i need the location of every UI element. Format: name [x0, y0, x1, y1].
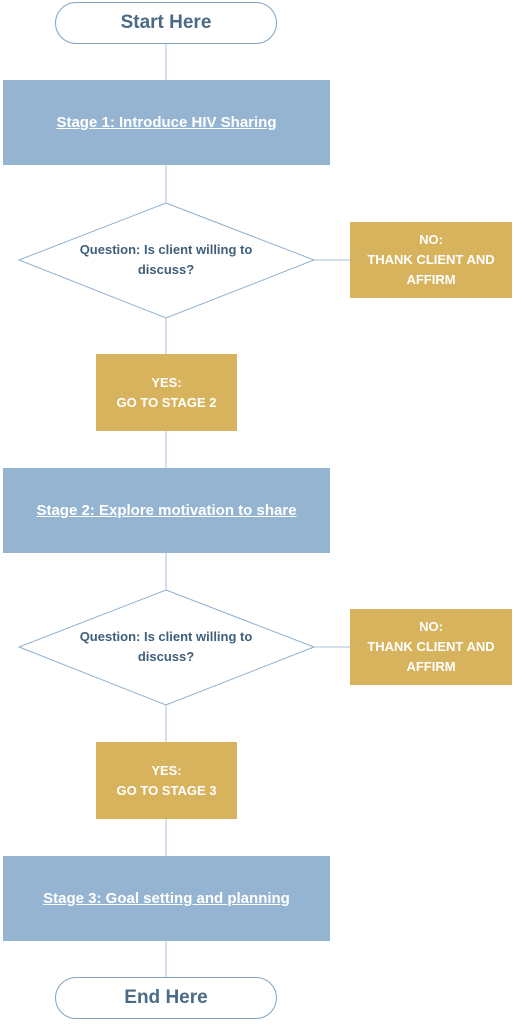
- no-box-1-line1: NO:: [419, 232, 443, 247]
- yes-box-2: YES: GO TO STAGE 3: [96, 742, 237, 819]
- question-2-line1: Question: Is client willing to: [79, 629, 253, 644]
- stage-3-box[interactable]: Stage 3: Goal setting and planning: [3, 856, 330, 941]
- no-box-2-line3: AFFIRM: [406, 659, 456, 674]
- decision-diamond-1: [17, 202, 316, 319]
- start-terminal: Start Here: [55, 2, 277, 44]
- no-box-2-line1: NO:: [419, 619, 443, 634]
- question-1-line2: discuss?: [137, 262, 195, 277]
- question-2-text: Question: Is client willing to discuss?: [50, 619, 282, 675]
- yes-box-1-line1: YES:: [151, 374, 182, 390]
- decision-diamond-2: [17, 589, 316, 706]
- stage-3-label[interactable]: Stage 3: Goal setting and planning: [43, 890, 290, 907]
- question-1-text: Question: Is client willing to discuss?: [50, 232, 282, 288]
- yes-box-1: YES: GO TO STAGE 2: [96, 354, 237, 431]
- stage-1-box[interactable]: Stage 1: Introduce HIV Sharing: [3, 80, 330, 165]
- end-label: End Here: [124, 987, 208, 1008]
- stage-1-label[interactable]: Stage 1: Introduce HIV Sharing: [56, 114, 277, 131]
- end-terminal: End Here: [55, 977, 277, 1019]
- stage-2-label[interactable]: Stage 2: Explore motivation to share: [36, 502, 297, 519]
- stage-2-box[interactable]: Stage 2: Explore motivation to share: [3, 468, 330, 553]
- question-1-line1: Question: Is client willing to: [79, 242, 253, 257]
- no-box-1-line2: THANK CLIENT AND: [367, 252, 495, 267]
- yes-box-2-line2: GO TO STAGE 3: [116, 782, 217, 798]
- start-label: Start Here: [120, 12, 212, 33]
- no-box-1: NO: THANK CLIENT AND AFFIRM: [350, 222, 512, 298]
- yes-box-1-line2: GO TO STAGE 2: [116, 394, 217, 410]
- no-box-1-line3: AFFIRM: [406, 272, 456, 287]
- yes-box-2-line1: YES:: [151, 762, 182, 778]
- no-box-2: NO: THANK CLIENT AND AFFIRM: [350, 609, 512, 685]
- question-2-line2: discuss?: [137, 649, 195, 664]
- no-box-2-line2: THANK CLIENT AND: [367, 639, 495, 654]
